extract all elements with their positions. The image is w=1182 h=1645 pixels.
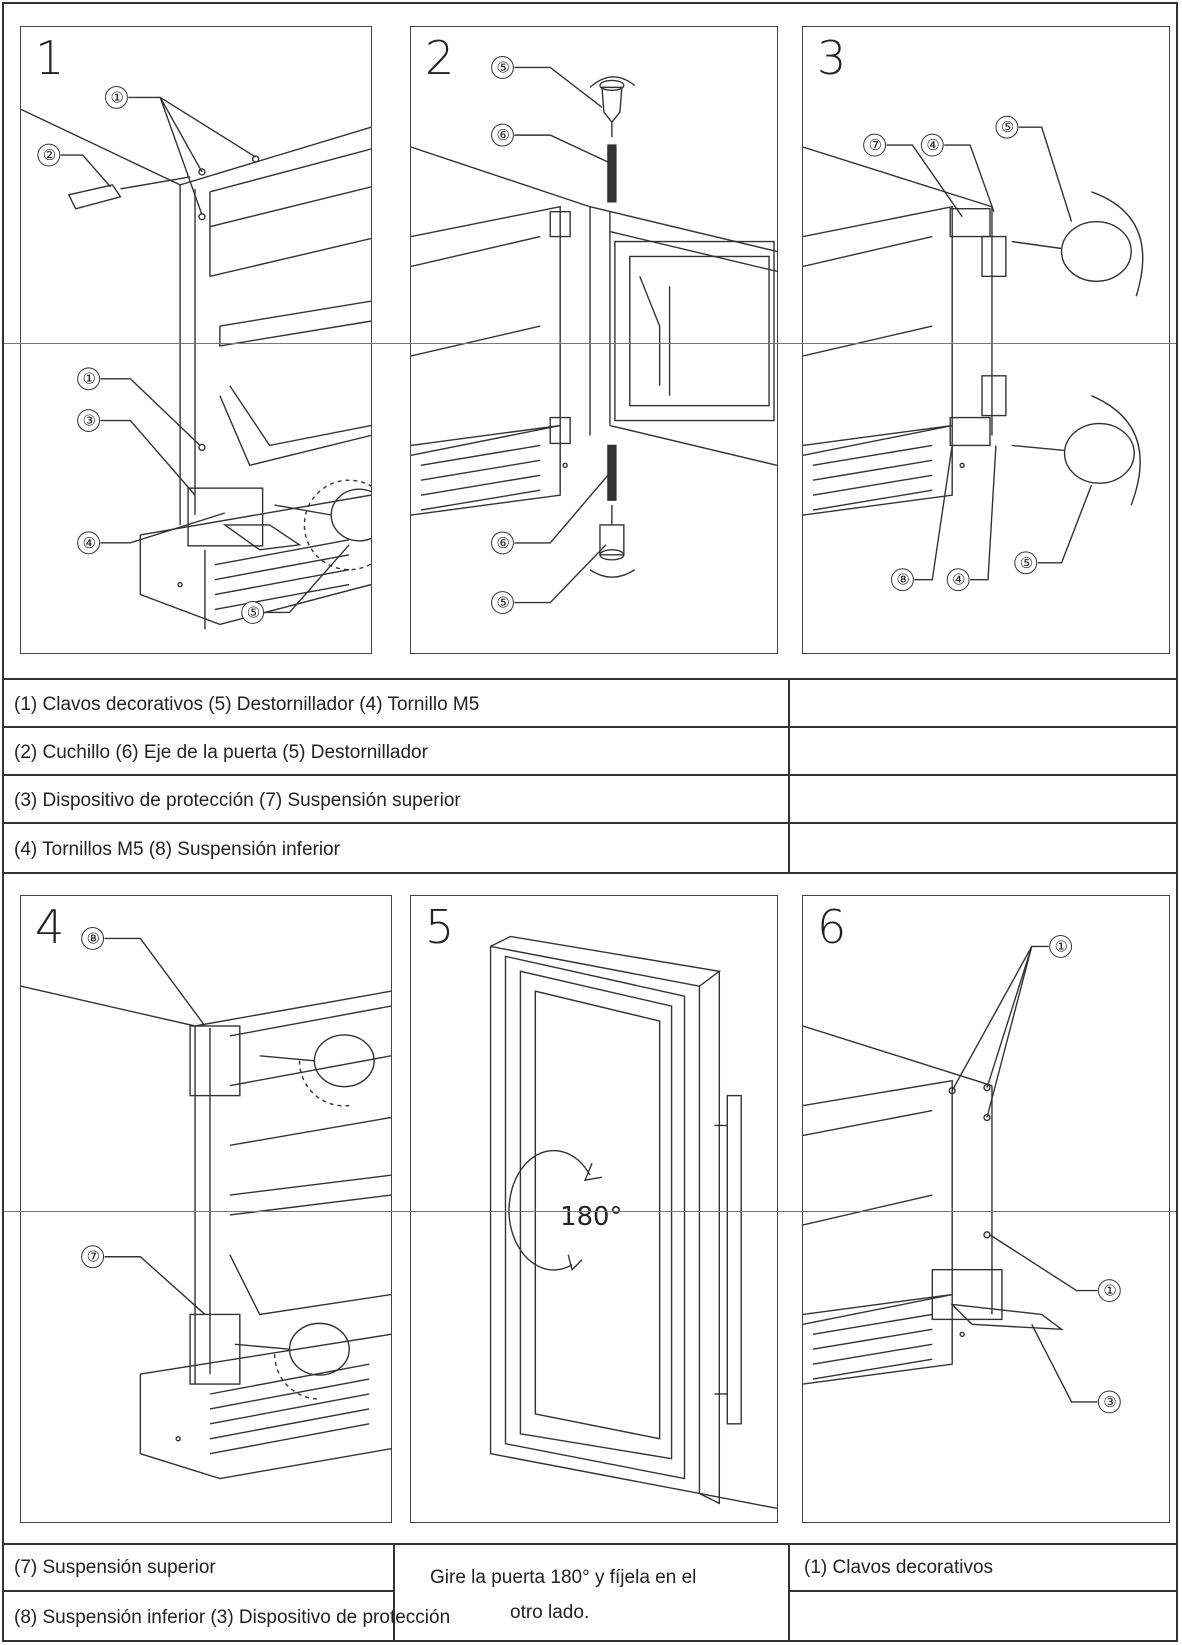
bottom-legend-middle-2: otro lado. <box>510 1602 590 1623</box>
step-1-illustration: ① ② ① ③ ④ ⑤ <box>21 85 371 630</box>
callout-2: ② <box>43 146 56 164</box>
callout-8: ⑧ <box>87 929 100 947</box>
step-3-illustration: ⑦ ④ ⑤ ⑧ ④ ⑤ <box>803 115 1144 592</box>
divider <box>4 774 1176 776</box>
divider <box>4 872 1176 874</box>
step-5-panel: 5 180° <box>410 895 778 1523</box>
callout-1b: ① <box>1103 1282 1116 1300</box>
rotation-label: 180° <box>560 1202 622 1232</box>
bottom-legend-left-1: (7) Suspensión superior <box>14 1557 216 1578</box>
callout-6b: ⑥ <box>497 534 510 552</box>
legend-row-1: (1) Clavos decorativos (5) Destornillado… <box>14 694 480 715</box>
divider <box>788 678 790 872</box>
legend-row-3: (3) Dispositivo de protección (7) Suspen… <box>14 790 461 811</box>
divider <box>4 822 1176 824</box>
callout-1b: ① <box>83 370 96 388</box>
callout-1: ① <box>110 88 123 106</box>
step-2-illustration: ⑤ ⑥ ⑥ ⑤ <box>411 56 777 615</box>
step-4-panel: 4 ⑧ ⑦ <box>20 895 392 1523</box>
callout-8: ⑧ <box>896 571 909 589</box>
step-number: 4 <box>35 900 65 954</box>
callout-5: ⑤ <box>247 603 260 621</box>
step-2-panel: 2 <box>410 26 778 654</box>
callout-5b: ⑤ <box>1020 554 1033 572</box>
legend-row-4: (4) Tornillos M5 (8) Suspensión inferior <box>14 839 340 860</box>
callout-1: ① <box>1055 937 1068 955</box>
callout-5b: ⑤ <box>497 594 510 612</box>
bottom-legend-middle-1: Gire la puerta 180° y fíjela en el <box>430 1567 697 1588</box>
step-number: 5 <box>425 900 455 954</box>
callout-7: ⑦ <box>87 1248 100 1266</box>
callout-4b: ④ <box>952 571 965 589</box>
step-number: 3 <box>817 31 847 85</box>
callout-5: ⑤ <box>1001 118 1014 136</box>
divider <box>393 1543 395 1641</box>
bottom-legend-left-2: (8) Suspensión inferior (3) Dispositivo … <box>14 1607 451 1628</box>
step-3-panel: 3 <box>802 26 1170 654</box>
divider <box>4 1543 1176 1545</box>
divider <box>4 1211 1176 1212</box>
divider <box>788 1590 1176 1592</box>
callout-6: ⑥ <box>497 126 510 144</box>
callout-3: ③ <box>1103 1393 1116 1411</box>
divider <box>4 343 1176 344</box>
callout-3: ③ <box>83 412 96 430</box>
step-6-panel: 6 ① ① ③ <box>802 895 1170 1523</box>
callout-4: ④ <box>926 136 939 154</box>
step-4-illustration: ⑧ ⑦ <box>21 927 391 1480</box>
divider <box>4 726 1176 728</box>
step-number: 2 <box>425 31 455 85</box>
divider <box>788 1543 790 1641</box>
step-1-panel: 1 <box>20 26 372 654</box>
step-5-illustration: 180° <box>489 935 777 1510</box>
step-6-illustration: ① ① ③ <box>803 934 1121 1414</box>
divider <box>4 1590 394 1592</box>
callout-5: ⑤ <box>497 58 510 76</box>
divider <box>4 678 1176 680</box>
legend-row-2: (2) Cuchillo (6) Eje de la puerta (5) De… <box>14 742 428 763</box>
bottom-legend-right-1: (1) Clavos decorativos <box>804 1557 994 1578</box>
callout-4: ④ <box>83 534 96 552</box>
step-number: 6 <box>817 900 847 954</box>
callout-7: ⑦ <box>869 136 882 154</box>
step-number: 1 <box>35 31 65 85</box>
